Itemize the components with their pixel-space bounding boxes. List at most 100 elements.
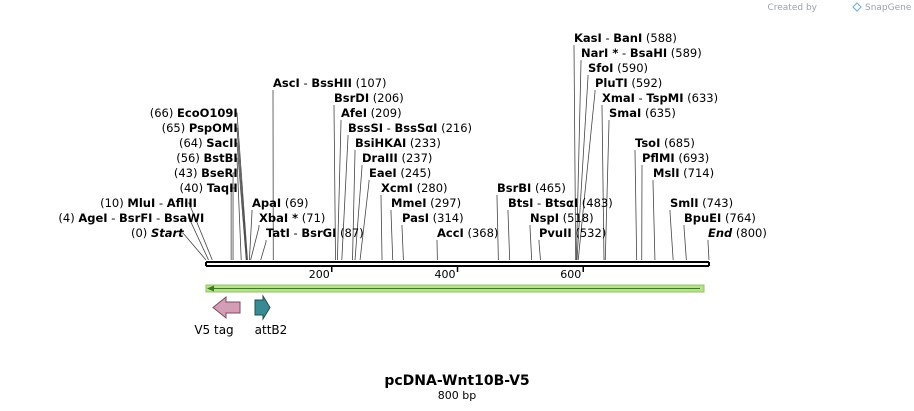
site-label-part: (685) [660,136,695,150]
site-leader-line [573,45,577,261]
site-label[interactable]: (66) EcoO109I [150,106,238,120]
site-label[interactable]: KasI - BanI (588) [574,31,677,45]
site-label[interactable]: BtsI - BtsαI (483) [508,196,613,210]
site-label-part: (64) [179,136,206,150]
site-label[interactable]: BsiHKAI (233) [355,136,441,150]
site-label-part: - [618,46,629,60]
site-label[interactable]: SmlI (743) [670,196,733,210]
site-label-part: BsaWI [164,211,204,225]
plasmid-title: pcDNA-Wnt10B-V5 [384,373,529,389]
site-label[interactable]: PasI (314) [402,211,464,225]
site-label[interactable]: BsrDI (206) [334,91,404,105]
site-label-part: (56) [176,151,203,165]
site-leader-line [236,127,248,261]
site-leader-line [707,240,710,261]
site-label-part: NarI * [581,46,618,60]
ruler-tick-label: 600 [560,268,581,281]
site-label[interactable]: (0) Start [131,226,184,240]
site-label[interactable]: MmeI (297) [391,196,461,210]
feature-attb2[interactable]: attB2 [254,294,288,337]
site-label-part: (233) [406,136,441,150]
site-label[interactable]: PvuII (532) [539,226,606,240]
site-label[interactable]: XbaI * (71) [259,211,325,225]
site-leader-line [230,187,236,260]
site-label[interactable]: AccI (368) [437,226,498,240]
site-label-part: AccI [437,226,464,240]
site-label-part: SmaI [609,106,641,120]
site-label[interactable]: (10) MluI - AflIII [100,196,197,210]
site-label-part: PluTI [595,76,628,90]
feature-v5-tag[interactable]: V5 tag [194,295,241,337]
site-label-part: (66) [150,106,177,120]
site-label[interactable]: (4) AgeI - BsrFI - BsaWI [58,211,204,225]
site-label-part: (216) [437,121,472,135]
site-leader-line [250,225,260,261]
site-leader-line [188,217,209,261]
site-label-part: TspMI [646,91,683,105]
site-label[interactable]: (64) SacII [179,136,238,150]
site-leader-line [188,202,213,261]
site-label-part: BanI [613,31,642,45]
site-label[interactable]: NspI (518) [530,211,594,225]
site-label[interactable]: AfeI (209) [341,106,402,120]
site-label[interactable]: XmaI - TspMI (633) [602,91,718,105]
site-label-part: (107) [352,76,387,90]
site-label[interactable]: DraIII (237) [362,151,432,165]
site-label[interactable]: SmaI (635) [609,106,676,120]
site-label[interactable]: (56) BstBI [176,151,237,165]
site-label-part: SmlI [670,196,699,210]
site-label-part: BsiHKAI [355,136,406,150]
site-label[interactable]: NarI * - BsaHI (589) [581,46,702,60]
site-label[interactable]: (40) TaqII [179,181,237,195]
site-label[interactable]: End (800) [708,226,767,240]
site-label-part: (245) [397,166,432,180]
site-label-part: BssSI [348,121,383,135]
orf-bar[interactable] [205,284,705,293]
site-label[interactable]: ApaI (69) [252,196,308,210]
v5-tag-arrow-shape [212,295,241,320]
site-label-part: PasI [402,211,429,225]
site-label[interactable]: (43) BseRI [174,166,238,180]
site-label-part: EcoO109I [177,106,238,120]
site-label-part: (206) [369,91,404,105]
site-label[interactable]: AscI - BssHII (107) [273,76,387,90]
site-label-part: MmeI [391,196,427,210]
site-label[interactable]: TsoI (685) [635,136,695,150]
site-label-part: SfoI [588,61,613,75]
site-label[interactable]: PluTI (592) [595,76,662,90]
site-leader-line [496,195,499,261]
site-leader-line [683,225,687,261]
site-label[interactable]: SfoI (590) [588,61,648,75]
site-label[interactable]: PflMI (693) [642,151,709,165]
site-label-part: (368) [464,226,499,240]
site-label-part: BseRI [201,166,238,180]
site-leader-line [634,150,638,261]
site-label-part: BpuEI [684,211,721,225]
site-label[interactable]: (65) PspOMI [162,121,238,135]
site-leader-line [575,60,582,261]
site-label[interactable]: BpuEI (764) [684,211,756,225]
site-label[interactable]: BsrBI (465) [497,181,566,195]
site-leader-line [507,210,511,261]
site-leader-line [669,210,674,261]
site-label[interactable]: XcmI (280) [381,181,448,195]
site-label-part: (297) [427,196,462,210]
site-label-part: (209) [367,106,402,120]
site-label-part: (40) [179,181,206,195]
site-leader-line [576,75,589,261]
site-label-part: AfeI [341,106,367,120]
site-label-part: XmaI [602,91,635,105]
site-leader-line [260,240,267,261]
site-label-part: - [290,226,301,240]
site-leader-line [182,232,207,261]
site-label[interactable]: BssSI - BssSαI (216) [348,121,472,135]
site-label-part: BsrFI [119,211,152,225]
site-leader-line [232,172,236,260]
site-label[interactable]: MslI (714) [653,166,714,180]
site-label-part: MslI [653,166,680,180]
site-label-part: BsrBI [497,181,531,195]
site-label[interactable]: TatI - BsrGI (87) [266,226,364,240]
site-label[interactable]: EaeI (245) [369,166,431,180]
